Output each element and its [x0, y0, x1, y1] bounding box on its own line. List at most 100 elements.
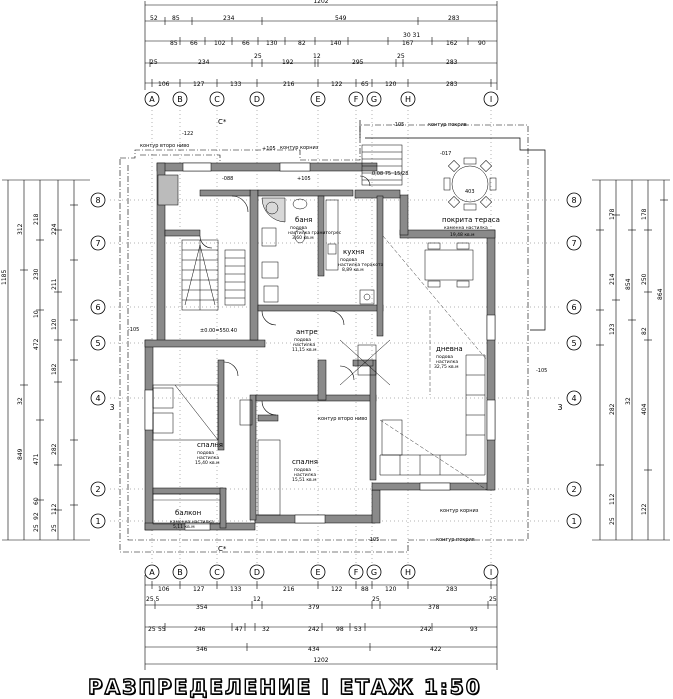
axis-labels-left: 8 7 6 5 4 2 1 3 — [95, 196, 114, 526]
dim-lm-2: 10 — [33, 310, 40, 318]
dim-b3-0: 346 — [196, 646, 208, 653]
note-contour-eave-top: контур покрив — [428, 122, 467, 128]
dim-lm-4: 471 — [33, 453, 40, 465]
dim-ri-3: 282 — [609, 403, 616, 415]
axis-i-bottom: I — [490, 568, 492, 577]
dim-t1-0: 52 — [150, 15, 158, 22]
room-label-hall: антре подова настилка 11,15 кв.м — [292, 328, 318, 353]
dim-t3-4: 12 — [313, 53, 321, 60]
dim-t2-2: 102 — [214, 40, 226, 47]
section-marker-top: C* — [218, 118, 227, 126]
dim-t2-0: 85 — [170, 40, 178, 47]
axis-1-right: 1 — [571, 517, 576, 526]
dim-b2-6: 98 — [336, 626, 344, 633]
living-sofa — [379, 354, 486, 476]
dim-ta-4: 122 — [331, 81, 343, 88]
dim-b2-3: 47 — [235, 626, 243, 633]
room-area: 19,48 кв.м — [450, 232, 475, 238]
room-name: баня — [295, 216, 312, 224]
annotations: контур второ ниво контур второ ниво конт… — [128, 118, 547, 553]
room-area: 15,51 кв.м — [292, 477, 317, 483]
right-dimension-texts: 864 854 32 178 250 82 404 122 178 214 12… — [609, 208, 664, 525]
windows — [144, 162, 496, 531]
bedroom-right-closet — [239, 399, 281, 516]
dim-top-total: 1202 — [313, 0, 328, 5]
section-marker-bottom: C* — [218, 545, 227, 553]
note-contour-upper-bottom: контур корниз — [440, 508, 479, 514]
dim-ta-7: 283 — [446, 81, 458, 88]
dim-t2-5: 82 — [298, 40, 306, 47]
dim-rm-4: 122 — [641, 503, 648, 515]
room-label-kitchen: кухня подова настилка теракота 8,89 кв.м — [338, 248, 384, 273]
dim-t1-2: 234 — [223, 15, 235, 22]
dining-table — [424, 242, 474, 288]
axis-bubbles-left — [90, 192, 106, 529]
dim-t2-7: 167 — [402, 40, 414, 47]
dim-lo-0: 1185 — [1, 270, 8, 285]
dim-ba-1: 127 — [193, 586, 205, 593]
axis-6-left: 6 — [95, 303, 100, 312]
dim-b2-9: 93 — [470, 626, 478, 633]
left-dimension-texts: 1185 849 312 32 218 230 10 472 471 60 92… — [1, 213, 58, 532]
room-label-bedroom-left: спалня подова настилка 15,40 кв.м — [195, 441, 223, 466]
room-spec: настилка гранитогрес — [288, 231, 342, 236]
room-label-bedroom-right: спалня подова настилка 15,51 кв.м — [292, 458, 318, 483]
dim-ri-2: 123 — [609, 323, 616, 335]
bottom-dimension-texts: 106 127 133 216 122 88 120 283 25.5 354 … — [146, 586, 497, 664]
note-table-size: 403 — [465, 189, 475, 195]
dim-lm-1: 230 — [33, 268, 40, 280]
axis-b-bottom: B — [177, 568, 183, 577]
axis-2-right: 2 — [571, 485, 576, 494]
dim-b2-0: 25 — [148, 626, 156, 633]
dim-ba-3: 216 — [283, 586, 295, 593]
dim-t3-6: 25 — [397, 53, 405, 60]
dim-t2-6: 140 — [330, 40, 342, 47]
dim-lm-0: 218 — [33, 213, 40, 225]
dim-t2-8: 162 — [446, 40, 458, 47]
dim-ri-4: 112 — [609, 493, 616, 505]
dim-ro-0: 864 — [657, 288, 664, 300]
kitchen-fixtures — [325, 199, 375, 305]
walls — [144, 162, 496, 531]
room-name: дневна — [436, 345, 463, 353]
dim-t2-4: 130 — [266, 40, 278, 47]
terrace-dining-set — [443, 157, 497, 211]
room-name: покрита тераса — [442, 216, 500, 224]
contour-lines — [119, 124, 529, 553]
axis-labels-bottom: A B C D E F G H I — [149, 568, 492, 577]
dim-ba-4: 122 — [331, 586, 343, 593]
dim-b2-5: 242 — [308, 626, 320, 633]
living-guides — [379, 235, 488, 491]
dim-ba-2: 133 — [230, 586, 242, 593]
note-level-105-bottom: -105 — [368, 537, 379, 543]
dim-li-5: 112 — [51, 503, 58, 515]
dim-lm-3: 472 — [33, 338, 40, 350]
dim-rm-2: 82 — [641, 327, 648, 335]
room-floor: подова — [197, 451, 214, 456]
dim-b2-4: 32 — [262, 626, 270, 633]
axis-b-top: B — [177, 95, 183, 104]
room-label-terrace: покрита тераса каменна настилка 19,48 кв… — [442, 216, 500, 238]
dim-ta-2: 133 — [230, 81, 242, 88]
room-name: спалня — [197, 441, 223, 449]
axis-bubbles-right — [566, 192, 582, 529]
note-stair-t: 15/28 — [394, 171, 408, 177]
axis-8-right: 8 — [571, 196, 576, 205]
axis-bubbles-bottom — [144, 564, 499, 580]
room-area: 32,75 кв.м — [434, 364, 459, 370]
note-stair-x: 0,08 75 — [372, 171, 391, 177]
axis-8-left: 8 — [95, 196, 100, 205]
note-level-088: -088 — [222, 176, 233, 182]
axis-labels-right: 8 7 6 5 4 2 1 3 — [557, 196, 576, 526]
bottom-dimension-block — [144, 575, 498, 670]
dim-ba-0: 106 — [158, 586, 170, 593]
note-contour-second-floor-2: контур второ ниво — [318, 416, 367, 422]
axis-6-right: 6 — [571, 303, 576, 312]
staircase — [181, 239, 246, 311]
dim-t2-9: 90 — [478, 40, 486, 47]
axis-h-top: H — [405, 95, 411, 104]
dim-ta-6: 120 — [385, 81, 397, 88]
axis-5-right: 5 — [571, 339, 576, 348]
dim-b3-1: 434 — [308, 646, 320, 653]
note-contour-eave-bottom: контур покрив — [436, 537, 475, 543]
